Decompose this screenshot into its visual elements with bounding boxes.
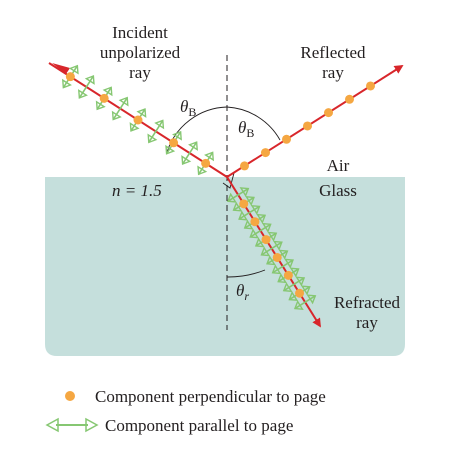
refracted-label-line2: ray: [356, 313, 378, 332]
theta-symbol: θ: [180, 97, 188, 116]
legend: Component perpendicular to page Componen…: [45, 387, 326, 435]
refracted-perpendicular-component-dot: [239, 199, 249, 209]
incident-perpendicular-component-dot: [201, 158, 211, 168]
incident-label-line1: Incident: [112, 23, 168, 42]
refraction-angle-label: θr: [236, 281, 249, 303]
incident-parallel-component-icon: [181, 141, 198, 165]
brewster-angle-arc-reflected: [226, 106, 281, 141]
refraction-angle-arc: [226, 269, 266, 278]
incident-perpendicular-component-dot: [99, 93, 109, 103]
refracted-perpendicular-component-dot: [272, 252, 282, 262]
legend-parallel-label: Component parallel to page: [105, 416, 293, 435]
reflected-perpendicular-component-dot: [282, 134, 291, 144]
refracted-perpendicular-component-dot: [261, 235, 271, 245]
glass-region: [45, 177, 405, 356]
brewster-subscript: B: [188, 105, 196, 119]
refracted-parallel-component-icon: [271, 258, 294, 275]
air-label: Air: [327, 156, 350, 175]
refracted-perpendicular-component-dot: [250, 217, 260, 227]
reflected-label-line1: Reflected: [300, 43, 366, 62]
refracted-parallel-component-icon: [238, 204, 261, 221]
incident-ray-arrowhead: [52, 63, 70, 74]
refracted-parallel-component-icon: [260, 240, 283, 257]
reflected-perpendicular-component-dot: [366, 81, 375, 91]
refracted-perpendicular-component-dot: [295, 288, 305, 298]
refracted-perpendicular-component-dot: [283, 270, 293, 280]
brewster-angle-label-incident: θB: [180, 97, 196, 119]
refracted-label-line1: Refracted: [334, 293, 401, 312]
refracted-parallel-component-icon: [293, 294, 317, 310]
incident-parallel-component-icon: [111, 96, 129, 121]
refractive-index-label: n = 1.5: [112, 181, 162, 200]
refraction-subscript: r: [244, 289, 249, 303]
incident-perpendicular-component-dot: [133, 115, 143, 125]
refracted-parallel-component-icon: [282, 276, 306, 293]
reflected-label-line2: ray: [322, 63, 344, 82]
legend-perpendicular-dot-icon: [65, 391, 75, 401]
legend-parallel-arrow-icon: [45, 417, 99, 433]
theta-symbol: θ: [236, 281, 244, 300]
reflected-perpendicular-component-dot: [261, 148, 270, 158]
reflected-ray: [226, 65, 404, 178]
right-angle-marker: [222, 172, 235, 189]
brewster-angle-label-reflected: θB: [238, 118, 254, 140]
incident-label-line3: ray: [129, 63, 151, 82]
incident-label-line2: unpolarized: [100, 43, 181, 62]
legend-perpendicular-label: Component perpendicular to page: [95, 387, 326, 406]
incident-parallel-component-icon: [78, 75, 95, 99]
refracted-parallel-component-icon: [249, 222, 272, 239]
reflected-perpendicular-component-dot: [303, 121, 312, 131]
refracted-parallel-component-icon: [226, 187, 250, 203]
reflected-perpendicular-component-dot: [240, 161, 249, 171]
glass-label: Glass: [319, 181, 357, 200]
reflected-perpendicular-component-dot: [324, 108, 333, 118]
polarization-components: [61, 64, 375, 310]
incident-parallel-component-icon: [147, 119, 165, 144]
brewster-subscript: B: [246, 126, 254, 140]
reflected-perpendicular-component-dot: [345, 94, 354, 104]
incident-perpendicular-component-dot: [65, 72, 75, 82]
incident-perpendicular-component-dot: [169, 138, 179, 148]
theta-symbol: θ: [238, 118, 246, 137]
